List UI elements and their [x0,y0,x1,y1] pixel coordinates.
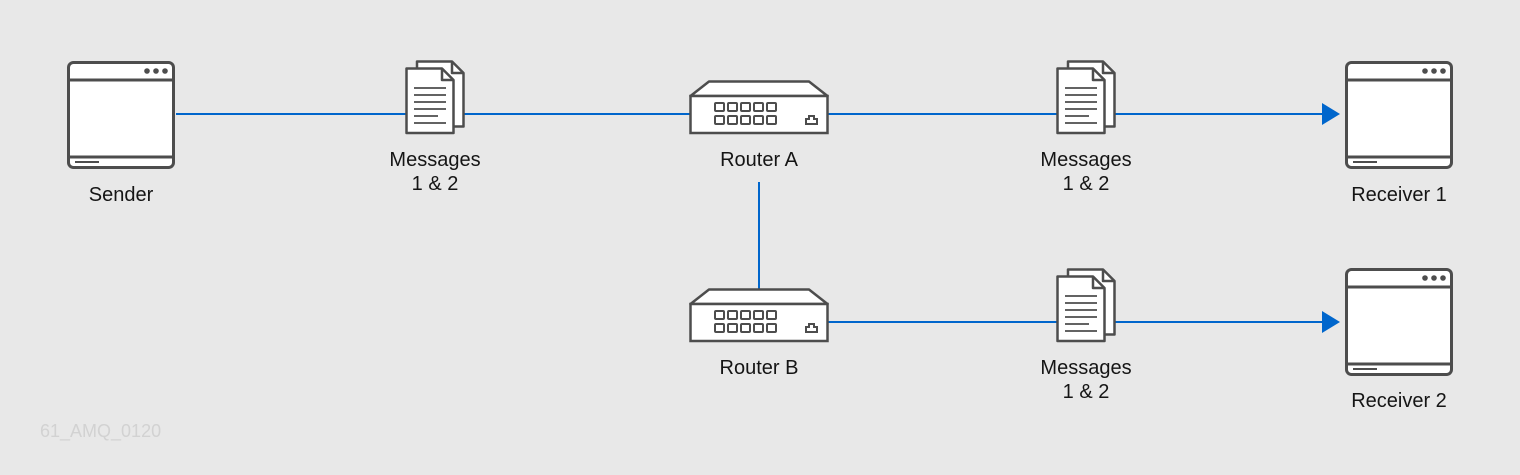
messages-label-3-line1: Messages [1040,357,1132,379]
messages-documents-icon-2 [1056,60,1116,135]
messages-label-3: Messages 1 & 2 [1040,356,1131,404]
router-a-label-text: Router A [720,149,798,171]
receiver-1-label: Receiver 1 [1351,183,1447,207]
receiver-2-label-text: Receiver 2 [1351,390,1447,412]
receiver-1-app-window-icon [1345,61,1453,169]
router-a-icon [689,80,829,135]
messages-documents-icon-3 [1056,268,1116,343]
messages-label-1-line1: Messages [389,149,481,171]
receiver-2-app-window-icon [1345,268,1453,376]
messages-label-2: Messages 1 & 2 [1040,148,1131,196]
figure-id-watermark: 61_AMQ_0120 [40,421,162,441]
messages-label-2-line1: Messages [1040,149,1132,171]
router-b-label: Router B [720,356,799,380]
receiver-2-label: Receiver 2 [1351,389,1447,413]
arrowhead-receiver-1 [1322,103,1340,125]
router-b-icon [689,288,829,343]
receiver-1-label-text: Receiver 1 [1351,184,1447,206]
messages-documents-icon-1 [405,60,465,135]
sender-app-window-icon [67,61,175,169]
messages-label-1: Messages 1 & 2 [389,148,480,196]
router-b-label-text: Router B [719,357,799,379]
messages-label-3-line2: 1 & 2 [1062,381,1110,403]
sender-label-text: Sender [88,184,154,206]
arrowhead-receiver-2 [1322,311,1340,333]
messages-label-1-line2: 1 & 2 [411,173,459,195]
router-a-label: Router A [720,148,798,172]
messages-label-2-line2: 1 & 2 [1062,173,1110,195]
sender-label: Sender [89,183,154,207]
